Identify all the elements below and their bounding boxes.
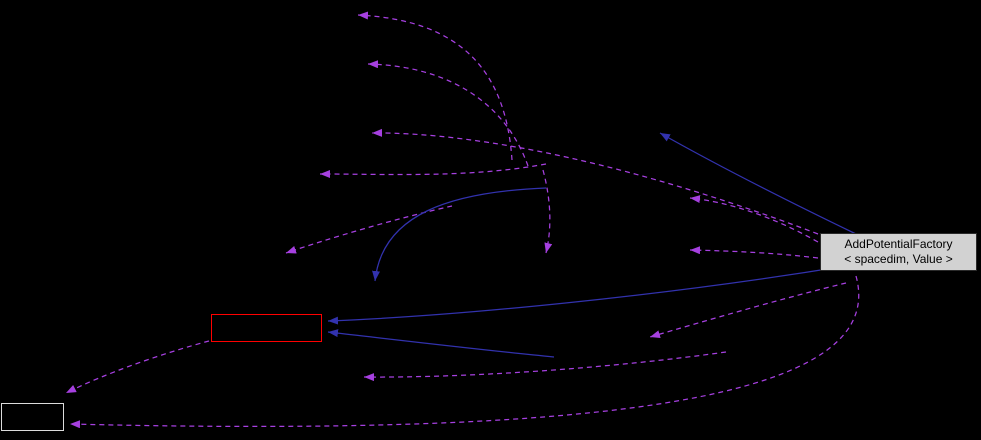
node-current-class[interactable] [211,314,322,342]
node-bottom-left[interactable] [1,403,64,431]
edge-inheritance-2 [327,265,847,325]
edge-inheritance-1 [659,132,857,235]
edge-usage-7 [689,246,819,259]
edge-inheritance-3 [327,329,555,358]
edge-usage-9 [363,351,727,382]
node-add-potential-factory-label-line1: AddPotentialFactory [844,237,953,251]
edge-usage-1 [357,11,513,161]
edge-usage-6 [689,195,819,243]
edge-usage-2 [367,60,529,167]
edge-usage-3 [371,128,819,235]
edge-usage-10 [65,340,210,394]
node-add-potential-factory-label-line2: < spacedim, Value > [844,252,953,266]
node-add-potential-factory[interactable]: AddPotentialFactory < spacedim, Value > [820,233,977,271]
edge-usage-4 [319,163,547,179]
edge-usage-11 [69,275,860,429]
edge-usage-12 [542,169,553,254]
edge-usage-5 [285,205,453,254]
edge-usage-8 [649,282,847,339]
edge-inheritance-4 [372,187,547,282]
